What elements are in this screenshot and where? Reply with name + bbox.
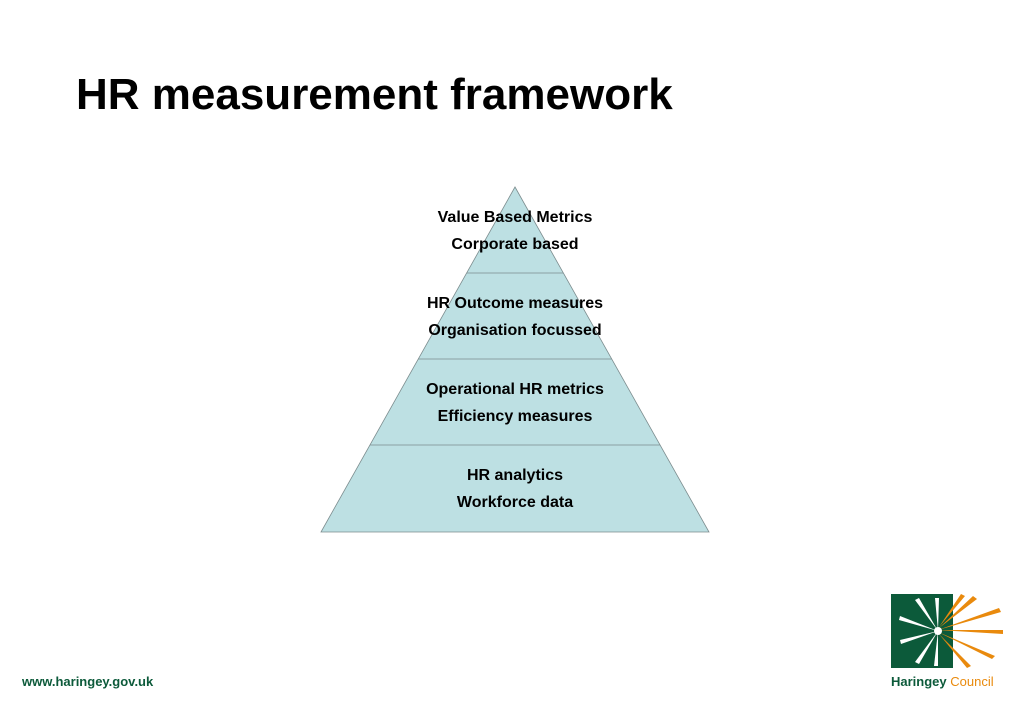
pyramid-tier-operational: Operational HR metrics Efficiency measur…: [365, 376, 665, 430]
logo-name-bold: Haringey: [891, 674, 947, 689]
tier-subtitle: Corporate based: [451, 236, 579, 253]
tier-subtitle: Organisation focussed: [428, 322, 602, 339]
haringey-logo-icon: [891, 594, 1003, 668]
tier-title: Value Based Metrics: [437, 209, 593, 226]
tier-title: HR analytics: [466, 467, 564, 484]
tier-subtitle: Efficiency measures: [437, 408, 593, 425]
footer-website-link[interactable]: www.haringey.gov.uk: [22, 674, 154, 689]
logo-name-light: Council: [950, 674, 994, 689]
pyramid-tier-value-based: Value Based Metrics Corporate based: [365, 204, 665, 258]
logo-wordmark: Haringey Council: [891, 674, 994, 689]
slide-title: HR measurement framework: [76, 70, 673, 119]
tier-title: Operational HR metrics: [426, 381, 604, 398]
tier-title: HR Outcome measures: [426, 295, 604, 312]
pyramid-tier-hr-outcome: HR Outcome measures Organisation focusse…: [365, 290, 665, 344]
tier-subtitle: Workforce data: [456, 494, 574, 511]
pyramid-shape: [320, 186, 710, 533]
pyramid-tier-hr-analytics: HR analytics Workforce data: [365, 462, 665, 516]
